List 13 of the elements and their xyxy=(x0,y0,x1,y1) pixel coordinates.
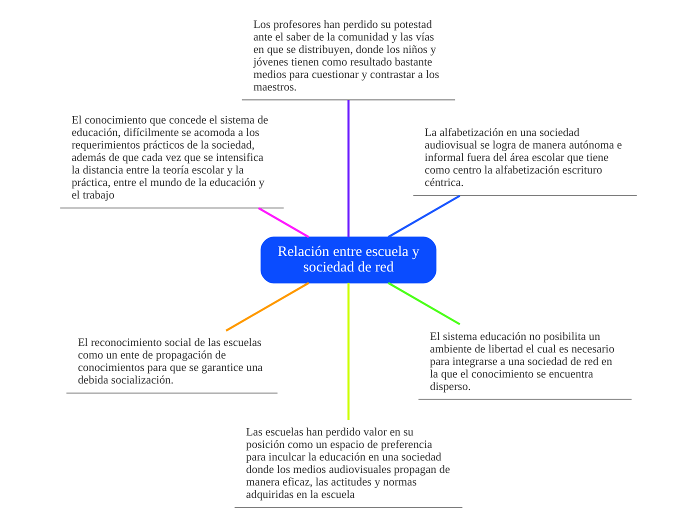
node-text: El conocimiento que concede el sistema de educación, difícilmente se acomoda a los requerimientos prácticos de la sociedad, además de que cada vez que se intensifica la distancia entre la teoría escolar y la práctica, entre el mundo de la educación y el trabajo xyxy=(71,114,268,202)
node-text: El sistema educación no posibilita un ambiente de libertad el cual es necesario para integrarse a una sociedad de red en la que el conocimiento se encuentra disperso. xyxy=(429,330,614,393)
connector xyxy=(346,100,350,238)
node-text: La alfabetización en una sociedad audiovisual se logra de manera autónoma e informal fuera del área escolar que tiene como centro la alfabetización escrituro céntrica. xyxy=(424,127,622,189)
connector xyxy=(346,282,350,420)
connector xyxy=(258,207,309,238)
node-text: Las escuelas han perdido valor en su posición como un espacio de preferencia para inculcar la educación en una sociedad donde los medios audiovisuales propagan de manera eficaz, las actitudes y normas adquiridas en la escuela xyxy=(246,426,450,501)
connector xyxy=(387,282,460,326)
connector xyxy=(387,194,460,238)
connector xyxy=(225,282,309,332)
node-text: El reconocimiento social de las escuelas como un ente de propagación de conocimientos para que se garantice una debida socialización. xyxy=(77,337,262,387)
node-box: Relación entre escuela y sociedad de red xyxy=(260,236,436,284)
node-text: Los profesores han perdido su potestad ante el saber de la comunidad y las vías en que se distribuyen, donde los niños y jóvenes tienen como resultado bastante medios para cuestionar y contrastar a los maestros. xyxy=(252,18,439,94)
